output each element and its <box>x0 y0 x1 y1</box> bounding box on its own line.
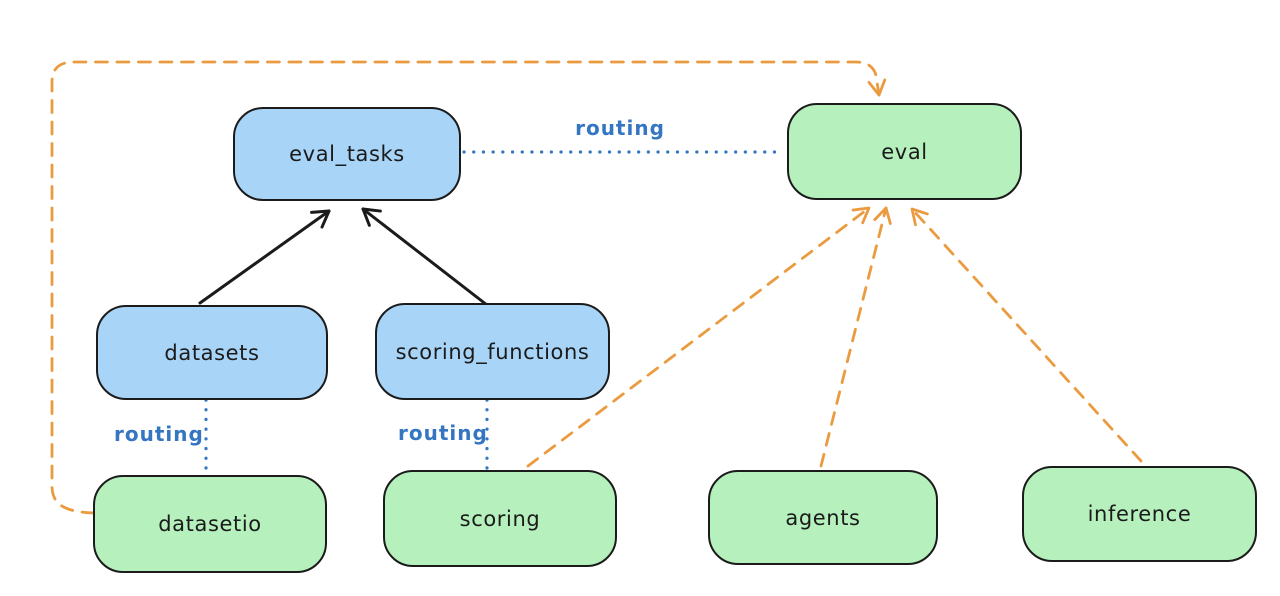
node-inference: inference <box>1022 466 1257 562</box>
node-datasets: datasets <box>96 305 328 400</box>
node-datasets-label: datasets <box>164 340 260 365</box>
edge-datasets-to-eval-tasks <box>198 209 331 305</box>
node-scoring-label: scoring <box>459 506 541 531</box>
edge-datasetio-to-eval-dashed <box>50 60 887 515</box>
node-eval-label: eval <box>881 139 928 164</box>
node-datasetio: datasetio <box>93 475 327 573</box>
node-agents: agents <box>708 470 938 565</box>
node-agents-label: agents <box>785 505 861 530</box>
edge-scoring-to-eval-dashed <box>526 206 871 468</box>
node-scoring: scoring <box>383 470 617 567</box>
edge-inference-to-eval-dashed <box>910 207 1143 463</box>
edge-label-routing-datasets: routing <box>114 422 204 446</box>
edge-label-routing-scoring: routing <box>398 421 488 445</box>
node-eval-tasks-label: eval_tasks <box>289 142 405 166</box>
node-eval-tasks: eval_tasks <box>233 107 461 201</box>
node-scoring-functions-label: scoring_functions <box>395 339 590 364</box>
node-eval: eval <box>787 103 1022 200</box>
edge-agents-to-eval-dashed <box>819 206 892 468</box>
node-datasetio-label: datasetio <box>158 512 262 536</box>
node-inference-label: inference <box>1087 502 1192 526</box>
edge-scoring-functions-to-eval-tasks <box>361 207 489 307</box>
edge-label-routing-eval: routing <box>575 116 665 140</box>
node-scoring-functions: scoring_functions <box>375 303 610 400</box>
